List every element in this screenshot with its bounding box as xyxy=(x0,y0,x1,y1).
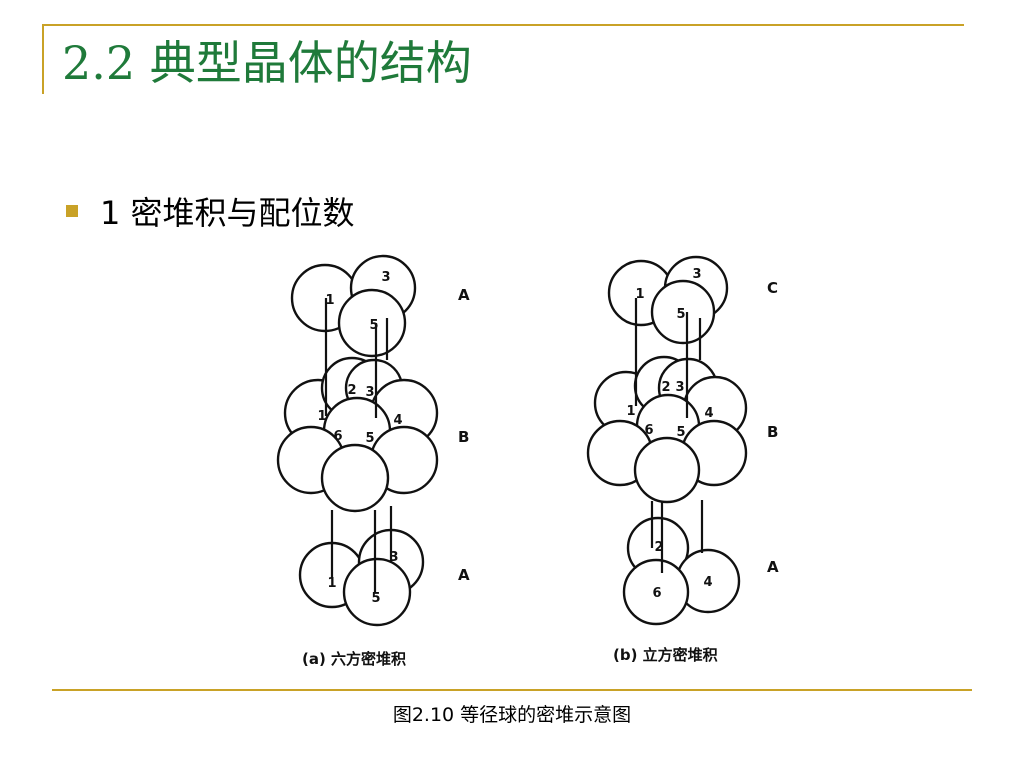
right-layer-label: A xyxy=(767,558,779,576)
left-bot-sphere-5 xyxy=(342,557,412,627)
right-num: 6 xyxy=(652,586,661,601)
left-layer-label: A xyxy=(458,286,470,304)
bottom-rule xyxy=(52,689,972,691)
slide-title: 2.2 典型晶体的结构 xyxy=(62,36,472,90)
left-num: 1 xyxy=(325,293,334,308)
right-num: 1 xyxy=(635,287,644,302)
right-num: 5 xyxy=(676,425,685,440)
left-top-sphere-5 xyxy=(337,288,407,358)
left-num: 1 xyxy=(327,576,336,591)
right-mid-sphere-front xyxy=(633,436,701,504)
figure-caption: 图2.10 等径球的密堆示意图 xyxy=(392,704,632,726)
left-num: 4 xyxy=(393,413,402,428)
right-num: 3 xyxy=(692,267,701,282)
left-num: 5 xyxy=(371,591,380,606)
right-num: 2 xyxy=(661,380,670,395)
left-num: 2 xyxy=(347,383,356,398)
right-top-sphere-5 xyxy=(650,279,716,345)
left-packing xyxy=(276,254,439,627)
right-layer-label: C xyxy=(767,279,778,297)
right-sub-caption: (b) 立方密堆积 xyxy=(613,646,718,664)
left-num: 3 xyxy=(381,270,390,285)
left-layer-label: B xyxy=(458,428,469,446)
right-packing xyxy=(586,255,748,626)
left-num: 5 xyxy=(369,318,378,333)
right-bot-sphere-6 xyxy=(622,558,690,626)
left-sub-caption: (a) 六方密堆积 xyxy=(302,650,406,668)
top-rule xyxy=(42,24,964,26)
close-packing-svg: 1 3 5 1 2 3 4 5 6 1 3 5 1 3 5 1 2 3 4 5 … xyxy=(276,254,779,668)
left-layer-label: A xyxy=(458,566,470,584)
right-layer-label: B xyxy=(767,423,778,441)
right-num: 2 xyxy=(654,540,663,555)
right-num: 4 xyxy=(703,575,712,590)
right-num: 6 xyxy=(644,423,653,438)
left-num: 3 xyxy=(365,385,374,400)
left-num: 3 xyxy=(389,550,398,565)
bullet-square-icon xyxy=(66,205,78,217)
right-num: 4 xyxy=(704,406,713,421)
right-num: 1 xyxy=(626,404,635,419)
left-mid-sphere-front xyxy=(320,443,390,513)
close-packing-diagram: 1 3 5 1 2 3 4 5 6 1 3 5 1 3 5 1 2 3 4 5 … xyxy=(260,248,800,680)
left-num: 5 xyxy=(365,431,374,446)
bullet-text: 1 密堆积与配位数 xyxy=(100,194,355,232)
right-num: 3 xyxy=(675,380,684,395)
bullet-item: 1 密堆积与配位数 xyxy=(66,188,355,234)
guide-lines xyxy=(324,298,704,593)
left-num: 6 xyxy=(333,429,342,444)
left-num: 1 xyxy=(317,409,326,424)
side-rule xyxy=(42,24,44,94)
right-num: 5 xyxy=(676,307,685,322)
